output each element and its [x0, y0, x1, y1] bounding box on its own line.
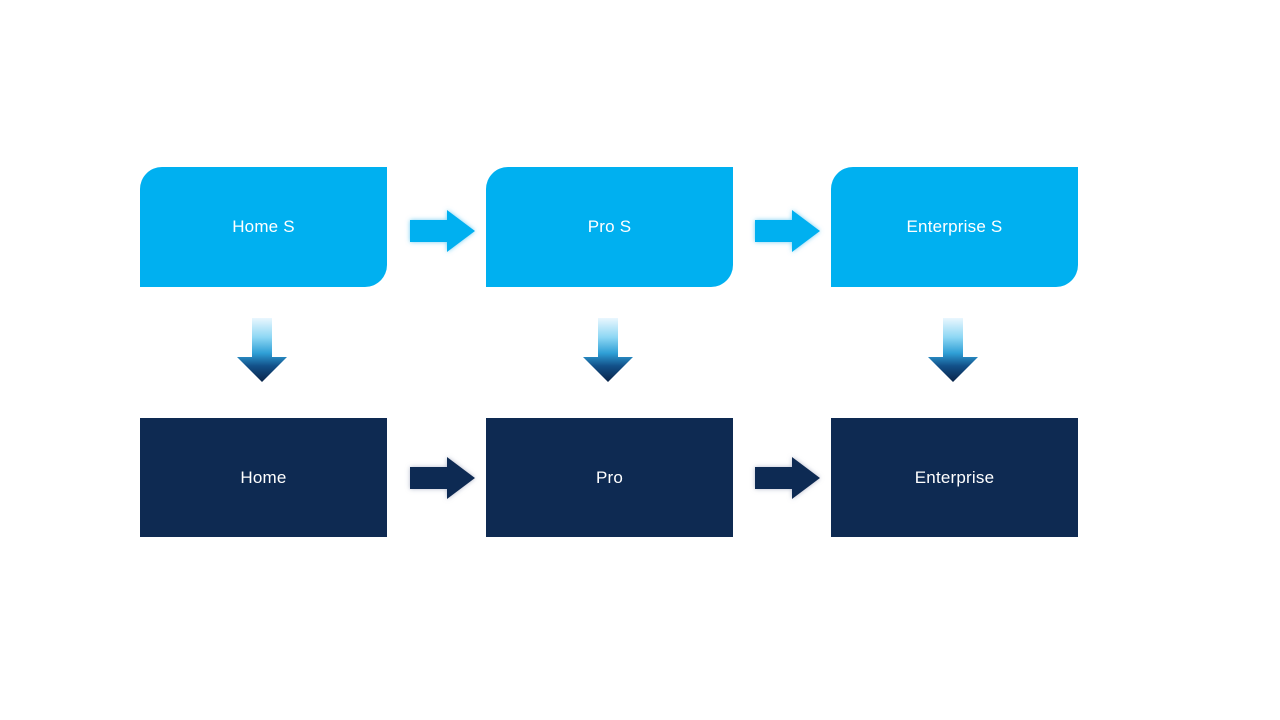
arrow-right-icon	[410, 457, 475, 499]
box-home-s: Home S	[140, 167, 387, 287]
arrow-down-icon	[928, 318, 978, 382]
box-pro-s: Pro S	[486, 167, 733, 287]
box-enterprise: Enterprise	[831, 418, 1078, 537]
box-pro-label: Pro	[595, 467, 624, 487]
arrow-right-icon	[755, 210, 820, 252]
arrow-right-icon	[410, 210, 475, 252]
arrow-down-icon	[237, 318, 287, 382]
arrow-right-icon	[755, 457, 820, 499]
box-enterprise-label: Enterprise	[914, 467, 995, 487]
box-pro-s-label: Pro S	[587, 217, 632, 236]
arrow-down-icon	[583, 318, 633, 382]
box-enterprise-s-label: Enterprise S	[906, 217, 1003, 236]
box-home-s-label: Home S	[232, 217, 295, 236]
box-enterprise-s: Enterprise S	[831, 167, 1078, 287]
box-home: Home	[140, 418, 387, 537]
box-home-label: Home	[240, 467, 287, 487]
box-pro: Pro	[486, 418, 733, 537]
